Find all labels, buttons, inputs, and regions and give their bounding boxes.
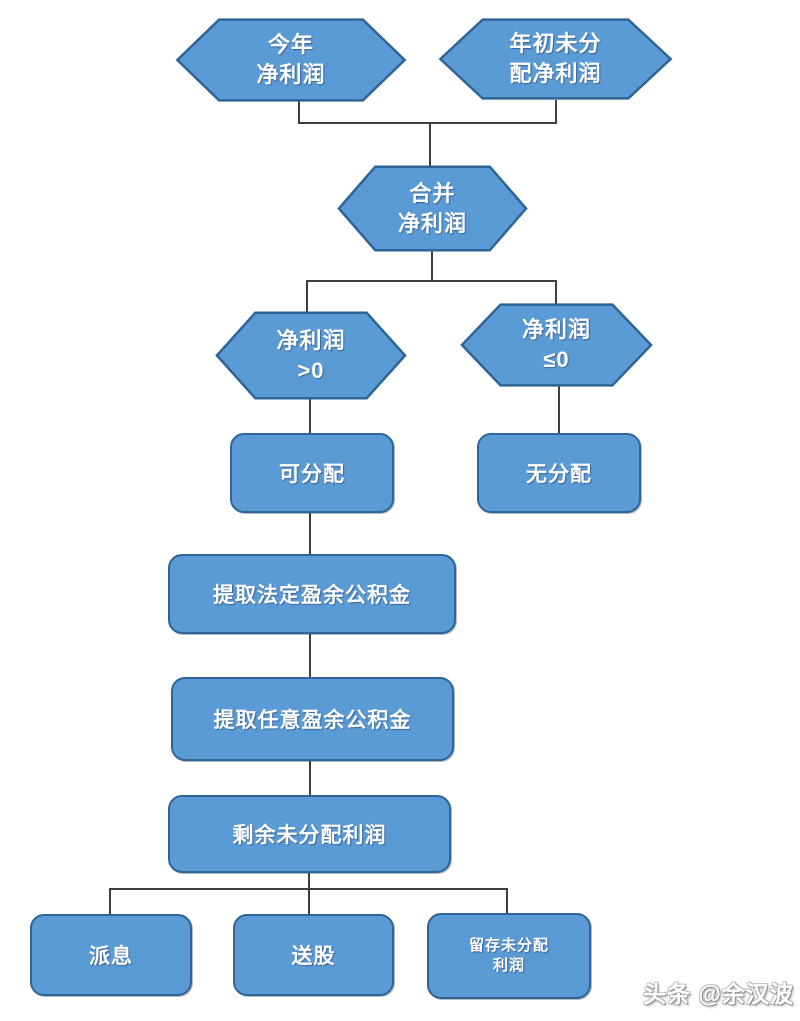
node-label-line: 今年 (267, 32, 314, 57)
node-bonus-shares: 送股 (233, 914, 394, 996)
hexagon-shape (215, 311, 407, 400)
node-no-distribution: 无分配 (477, 433, 641, 513)
hexagon-shape (337, 165, 528, 252)
node-label: 无分配 (526, 463, 592, 486)
connector-dividend-drop (109, 888, 111, 916)
toutiao-watermark: 头条 @余汉波 (643, 981, 794, 1007)
connector-positive-drop (306, 280, 308, 313)
node-distributable: 可分配 (230, 433, 394, 513)
node-label-line: ≤0 (543, 347, 570, 372)
node-discretionary-surplus-reserve: 提取任意盈余公积金 (171, 677, 454, 761)
node-label: 派息 (89, 945, 133, 968)
node-statutory-surplus-reserve: 提取法定盈余公积金 (168, 554, 456, 634)
node-label: 提取法定盈余公积金 (213, 584, 411, 607)
connector-bottom-horizontal (109, 888, 508, 890)
node-dividend: 派息 (30, 914, 192, 996)
node-label: 可分配 (279, 463, 345, 486)
connector-negative-drop (555, 280, 557, 305)
hexagon-shape (438, 18, 673, 100)
node-retained-undistributed-profit: 留存未分配 利润 (427, 913, 591, 999)
connector-merge-down (429, 122, 431, 167)
node-net-profit-negative: 净利润 ≤0 (460, 303, 653, 387)
connector-distributable-to-statutory (309, 510, 311, 556)
node-combined-net-profit: 合并 净利润 (337, 165, 528, 252)
connector-remaining-down (308, 869, 310, 916)
node-label-line: 年初未分 (509, 31, 602, 56)
connector-discretionary-to-remaining (309, 757, 311, 797)
connector-retained-drop (506, 888, 508, 915)
connector-split-horizontal (306, 280, 557, 282)
node-label-line: >0 (297, 357, 325, 383)
node-label: 剩余未分配利润 (232, 824, 387, 847)
connector-beginning-down (555, 100, 557, 124)
node-label: 送股 (291, 945, 336, 968)
connector-negative-to-none (558, 386, 560, 435)
node-beginning-undistributed-profit: 年初未分 配净利润 (438, 18, 673, 100)
node-label-line: 净利润 (397, 210, 467, 236)
node-label-line: 净利润 (521, 317, 591, 342)
hexagon-shape (175, 18, 407, 102)
node-label-line: 净利润 (276, 327, 346, 353)
node-label-line: 留存未分配 (468, 937, 549, 954)
connector-today-down (298, 101, 300, 124)
node-remaining-undistributed-profit: 剩余未分配利润 (168, 795, 451, 873)
connector-combined-down (431, 250, 433, 282)
node-label-line: 配净利润 (509, 61, 602, 86)
connector-statutory-to-discretionary (309, 630, 311, 679)
hexagon-shape (460, 303, 653, 387)
node-net-profit-positive: 净利润 >0 (215, 311, 407, 400)
node-label: 提取任意盈余公积金 (213, 709, 412, 732)
node-current-year-net-profit: 今年 净利润 (175, 18, 407, 102)
node-label-line: 净利润 (256, 62, 326, 87)
node-label-line: 利润 (492, 957, 525, 974)
connector-positive-to-distributable (309, 398, 311, 435)
node-label-line: 合并 (409, 180, 456, 206)
connector-top-merge-horizontal (298, 122, 557, 124)
